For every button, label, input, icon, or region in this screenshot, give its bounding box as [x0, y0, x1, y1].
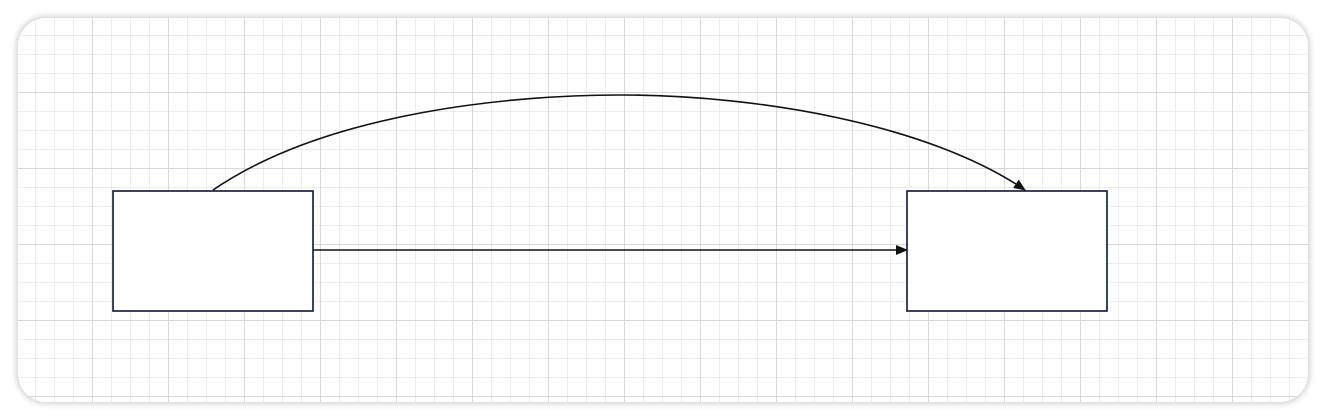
edge-curved[interactable]: [212, 94, 1026, 191]
node-right[interactable]: [906, 190, 1108, 312]
node-left[interactable]: [112, 190, 314, 312]
node-right-shape[interactable]: [906, 190, 1108, 312]
node-left-shape[interactable]: [112, 190, 314, 312]
